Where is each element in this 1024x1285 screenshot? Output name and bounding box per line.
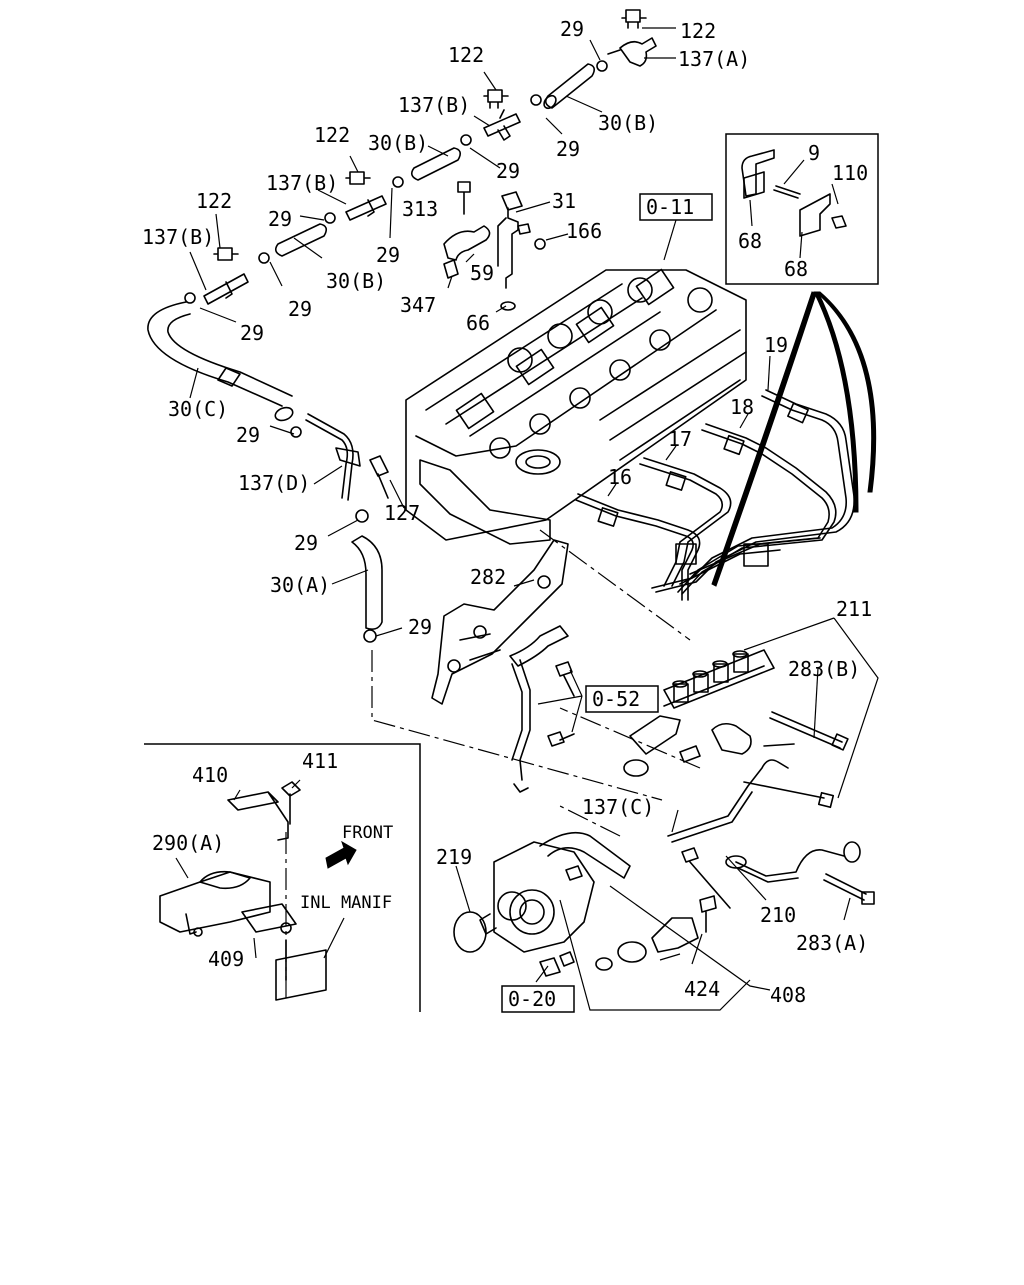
callout-30b-b: 30(B) [368,131,428,155]
callout-29-b: 29 [556,137,580,161]
callout-29-i: 29 [294,531,318,555]
leader-lines [175,27,879,1002]
callout-409: 409 [208,947,244,971]
callout-29-d: 29 [268,207,292,231]
callout-29-j: 29 [408,615,432,639]
inset-leader-curves [711,291,877,587]
reference-labels: 0-11 0-52 0-20 [508,195,694,1011]
callout-411: 411 [302,749,338,773]
callout-127: 127 [384,501,420,525]
ref-0-20: 0-20 [508,987,556,1011]
callout-19: 19 [764,333,788,357]
callout-137a: 137(A) [678,47,750,71]
callout-137b-a: 137(B) [398,93,470,117]
callout-16: 16 [608,465,632,489]
breather-pipe-group [305,413,389,643]
callout-30b-a: 30(B) [598,111,658,135]
callout-29-h: 29 [236,423,260,447]
callout-68-a: 68 [738,229,762,253]
callout-137b-c: 137(B) [142,225,214,249]
inl-manif-label: INL MANIF [300,893,392,913]
callout-9: 9 [808,141,820,165]
callout-166: 166 [566,219,602,243]
callout-283b: 283(B) [788,657,860,681]
injection-pipes [575,389,855,601]
callout-29-g: 29 [240,321,264,345]
fuel-return-pipes [667,759,875,909]
callout-137b-b: 137(B) [266,171,338,195]
callout-211: 211 [836,597,872,621]
callout-29-c: 29 [496,159,520,183]
callout-122-a: 122 [680,19,716,43]
callout-410: 410 [192,763,228,787]
hose-connector-group [147,9,657,438]
callout-30a: 30(A) [270,573,330,597]
callout-347: 347 [400,293,436,317]
callout-59: 59 [470,261,494,285]
callout-29-e: 29 [376,243,400,267]
injector-group [443,181,546,311]
pump-bracket [431,539,575,793]
callout-122-c: 122 [314,123,350,147]
ref-0-52: 0-52 [592,687,640,711]
callout-210: 210 [760,903,796,927]
callout-labels: 122 137(A) 29 30(B) 29 122 137(B) 30(B) … [142,17,872,1007]
callout-122-d: 122 [196,189,232,213]
callout-283a: 283(A) [796,931,868,955]
callout-424: 424 [684,977,720,1001]
callout-18: 18 [730,395,754,419]
callout-137c: 137(C) [582,795,654,819]
callout-68-b: 68 [784,257,808,281]
callout-29-a: 29 [560,17,584,41]
callout-29-f: 29 [288,297,312,321]
callout-110: 110 [832,161,868,185]
callout-313: 313 [402,197,438,221]
callout-290a: 290(A) [152,831,224,855]
callout-219: 219 [436,845,472,869]
callout-66: 66 [466,311,490,335]
ref-0-11: 0-11 [646,195,694,219]
map-sensor-inset [144,743,421,1012]
callout-30b-c: 30(B) [326,269,386,293]
front-label: FRONT [342,823,393,843]
callout-31: 31 [552,189,576,213]
common-rail [623,649,849,809]
cylinder-head [405,268,747,545]
callout-122-b: 122 [448,43,484,67]
callout-408: 408 [770,983,806,1007]
notes: FRONT INL MANIF [300,823,393,913]
callout-17: 17 [668,427,692,451]
callout-137d: 137(D) [238,471,310,495]
clip-detail-inset [725,133,879,285]
callout-30c: 30(C) [168,397,228,421]
callout-282: 282 [470,565,506,589]
